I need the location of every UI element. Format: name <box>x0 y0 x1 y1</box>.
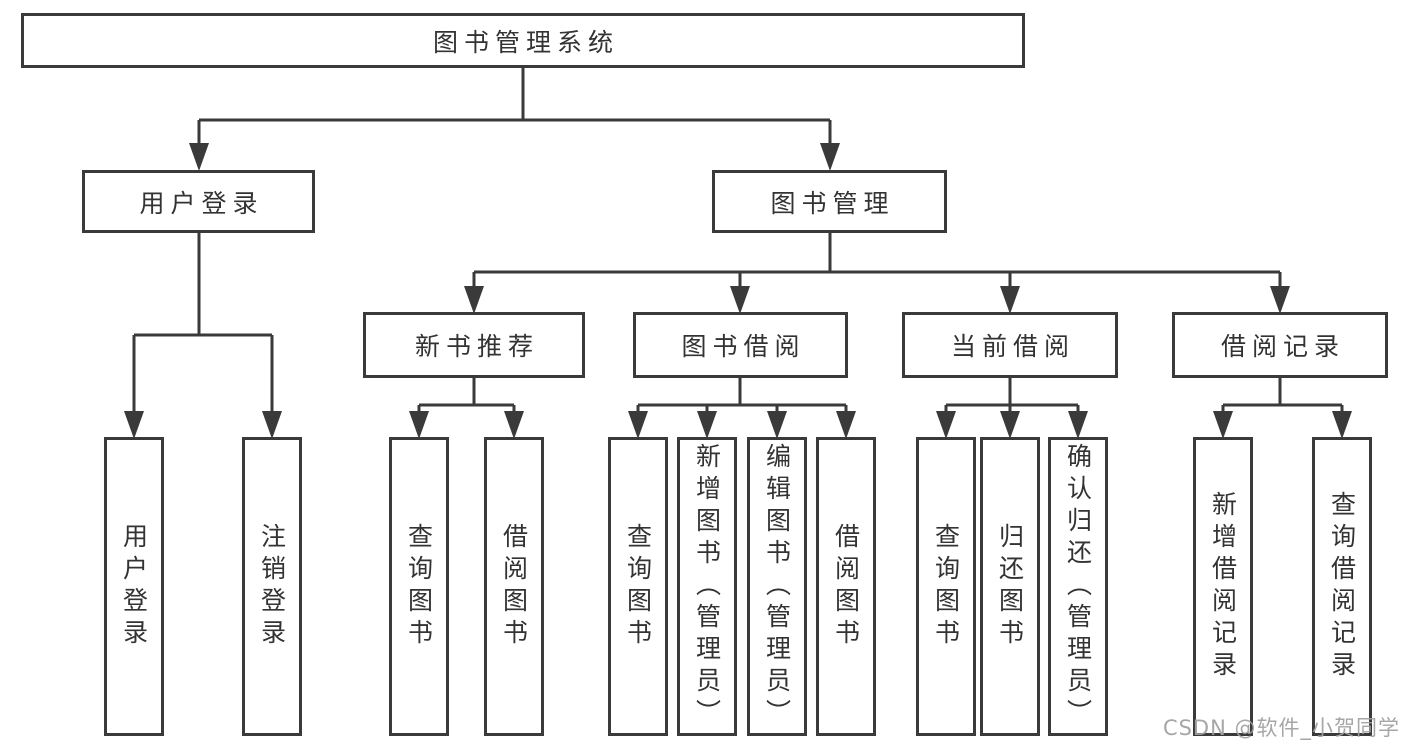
arrow-icon <box>730 286 750 314</box>
arrow-icon <box>1213 411 1233 439</box>
node-label: 图书管理 <box>770 188 895 218</box>
node-user-login: 用户登录 <box>82 170 315 233</box>
arrow-icon <box>189 143 209 171</box>
csdn-watermark: CSDN @软件_小贺同学 <box>1162 716 1400 740</box>
root-label: 图书管理系统 <box>432 27 619 57</box>
node-book-borrow: 图书借阅 <box>633 312 848 378</box>
arrow-icon <box>124 411 144 439</box>
node-label: 当前借阅 <box>950 332 1075 361</box>
arrow-icon <box>836 411 856 439</box>
leaf-br-query-record: 查询借阅记录 <box>1312 437 1372 736</box>
node-borrow-record: 借阅记录 <box>1172 312 1388 378</box>
leaf-bb-add-books-admin: 新增图书（管理员） <box>677 437 737 736</box>
leaf-nb-borrow-books: 借阅图书 <box>484 437 544 736</box>
leaf-nb-query-books: 查询图书 <box>389 437 449 736</box>
leaf-cb-return-books: 归还图书 <box>980 437 1040 736</box>
leaf-br-add-record: 新增借阅记录 <box>1193 437 1253 736</box>
arrow-icon <box>820 143 840 171</box>
arrow-icon <box>628 411 648 439</box>
root-box-library-system: 图书管理系统 <box>21 13 1025 68</box>
arrow-icon <box>767 411 787 439</box>
leaf-bb-query-books: 查询图书 <box>608 437 668 736</box>
leaf-user-login: 用户登录 <box>104 437 164 736</box>
node-new-book-recommend: 新书推荐 <box>363 312 585 378</box>
leaf-bb-edit-books-admin: 编辑图书（管理员） <box>747 437 807 736</box>
arrow-icon <box>1068 411 1088 439</box>
node-label: 借阅记录 <box>1220 332 1345 361</box>
node-label: 新书推荐 <box>414 332 539 361</box>
leaf-bb-borrow-books: 借阅图书 <box>816 437 876 736</box>
arrow-icon <box>504 411 524 439</box>
arrow-icon <box>1000 411 1020 439</box>
arrow-icon <box>1332 411 1352 439</box>
leaf-cb-confirm-return-admin: 确认归还（管理员） <box>1048 437 1108 736</box>
arrow-icon <box>1000 286 1020 314</box>
node-label: 图书借阅 <box>681 332 806 361</box>
arrow-icon <box>697 411 717 439</box>
connector-stubs <box>132 120 1344 427</box>
leaf-logout: 注销登录 <box>242 437 302 736</box>
arrow-icon <box>1270 286 1290 314</box>
leaf-cb-query-books: 查询图书 <box>916 437 976 736</box>
arrow-icon <box>409 411 429 439</box>
arrow-icon <box>262 411 282 439</box>
arrow-icon <box>464 286 484 314</box>
node-current-borrow: 当前借阅 <box>902 312 1118 378</box>
arrow-icon <box>936 411 956 439</box>
node-book-management: 图书管理 <box>712 170 947 233</box>
node-label: 用户登录 <box>139 188 264 218</box>
